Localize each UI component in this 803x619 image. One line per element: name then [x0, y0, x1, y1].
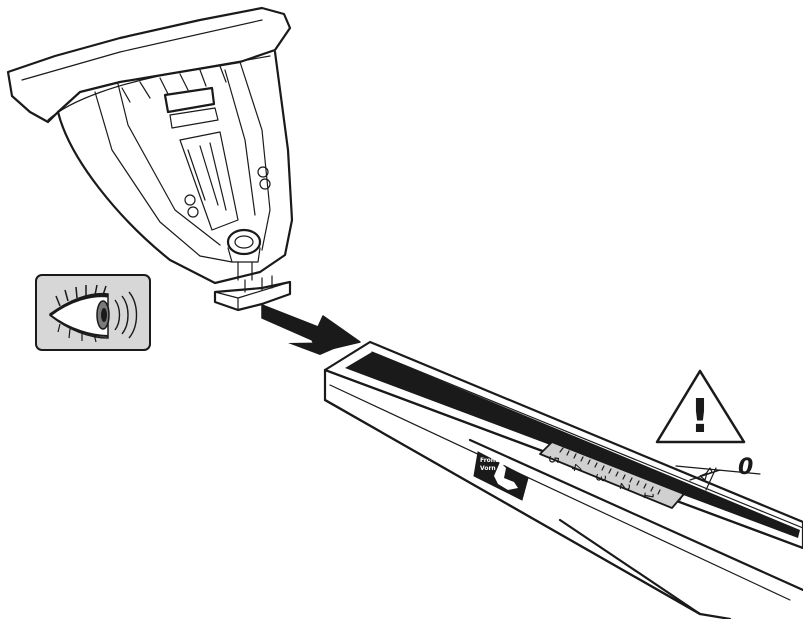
ruler: 5 4 3 2 1 [539, 441, 685, 509]
eye-inspect-icon [35, 274, 151, 351]
front-label: Front Vorn [473, 451, 529, 501]
warning-triangle-icon: ! [655, 369, 746, 444]
gap-value: 0 [738, 455, 753, 480]
front-label-line-1: Front [480, 457, 498, 464]
insert-arrow-icon [261, 304, 361, 355]
ruler-number-1: 1 [640, 490, 656, 501]
seat-icon [494, 459, 518, 490]
seat-rail [323, 340, 803, 619]
front-label-line-2: Vorn [480, 465, 496, 472]
ruler-number-5: 5 [545, 454, 561, 465]
headrest-bracket [6, 6, 294, 312]
ruler-number-2: 2 [616, 481, 632, 492]
ruler-number-3: 3 [592, 472, 608, 483]
gap-dimension: 0 [675, 455, 761, 501]
warning-symbol: ! [690, 389, 711, 443]
ruler-number-4: 4 [568, 462, 584, 473]
